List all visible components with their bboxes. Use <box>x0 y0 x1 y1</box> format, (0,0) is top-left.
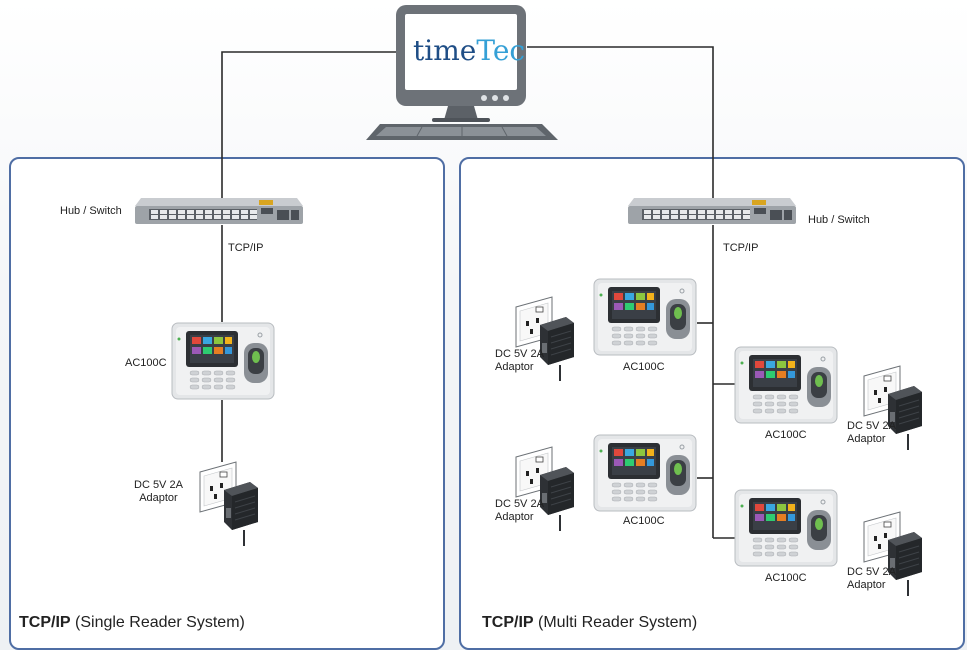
power-adaptor-icon <box>515 446 574 531</box>
computer-icon <box>366 5 558 140</box>
tcp-ip-label: TCP/IP <box>228 242 264 254</box>
timetec-logo: timeTec <box>413 34 526 67</box>
fingerprint-reader-icon <box>593 434 697 512</box>
tcp-ip-label: TCP/IP <box>723 242 759 254</box>
panel-title: TCP/IP (Single Reader System) <box>19 614 245 631</box>
power-adaptor-icon <box>863 365 922 450</box>
power-adaptor-icon <box>863 511 922 596</box>
fingerprint-reader-icon <box>734 489 838 567</box>
fingerprint-reader-icon <box>171 322 275 400</box>
reader-label: AC100C <box>765 429 807 441</box>
hub-switch-label: Hub / Switch <box>808 214 870 226</box>
reader-label: AC100C <box>623 361 665 373</box>
fingerprint-reader-icon <box>593 278 697 356</box>
hub-switch-label: Hub / Switch <box>60 205 122 217</box>
fingerprint-reader-icon <box>734 346 838 424</box>
reader-label: AC100C <box>125 357 167 369</box>
power-adaptor-icon <box>199 461 258 546</box>
reader-label: AC100C <box>623 515 665 527</box>
power-adaptor-icon <box>515 296 574 381</box>
hub-switch-icon <box>135 198 303 224</box>
reader-label: AC100C <box>765 572 807 584</box>
panel-title: TCP/IP (Multi Reader System) <box>482 614 698 631</box>
hub-switch-icon <box>628 198 796 224</box>
single-reader-panel <box>9 157 445 650</box>
